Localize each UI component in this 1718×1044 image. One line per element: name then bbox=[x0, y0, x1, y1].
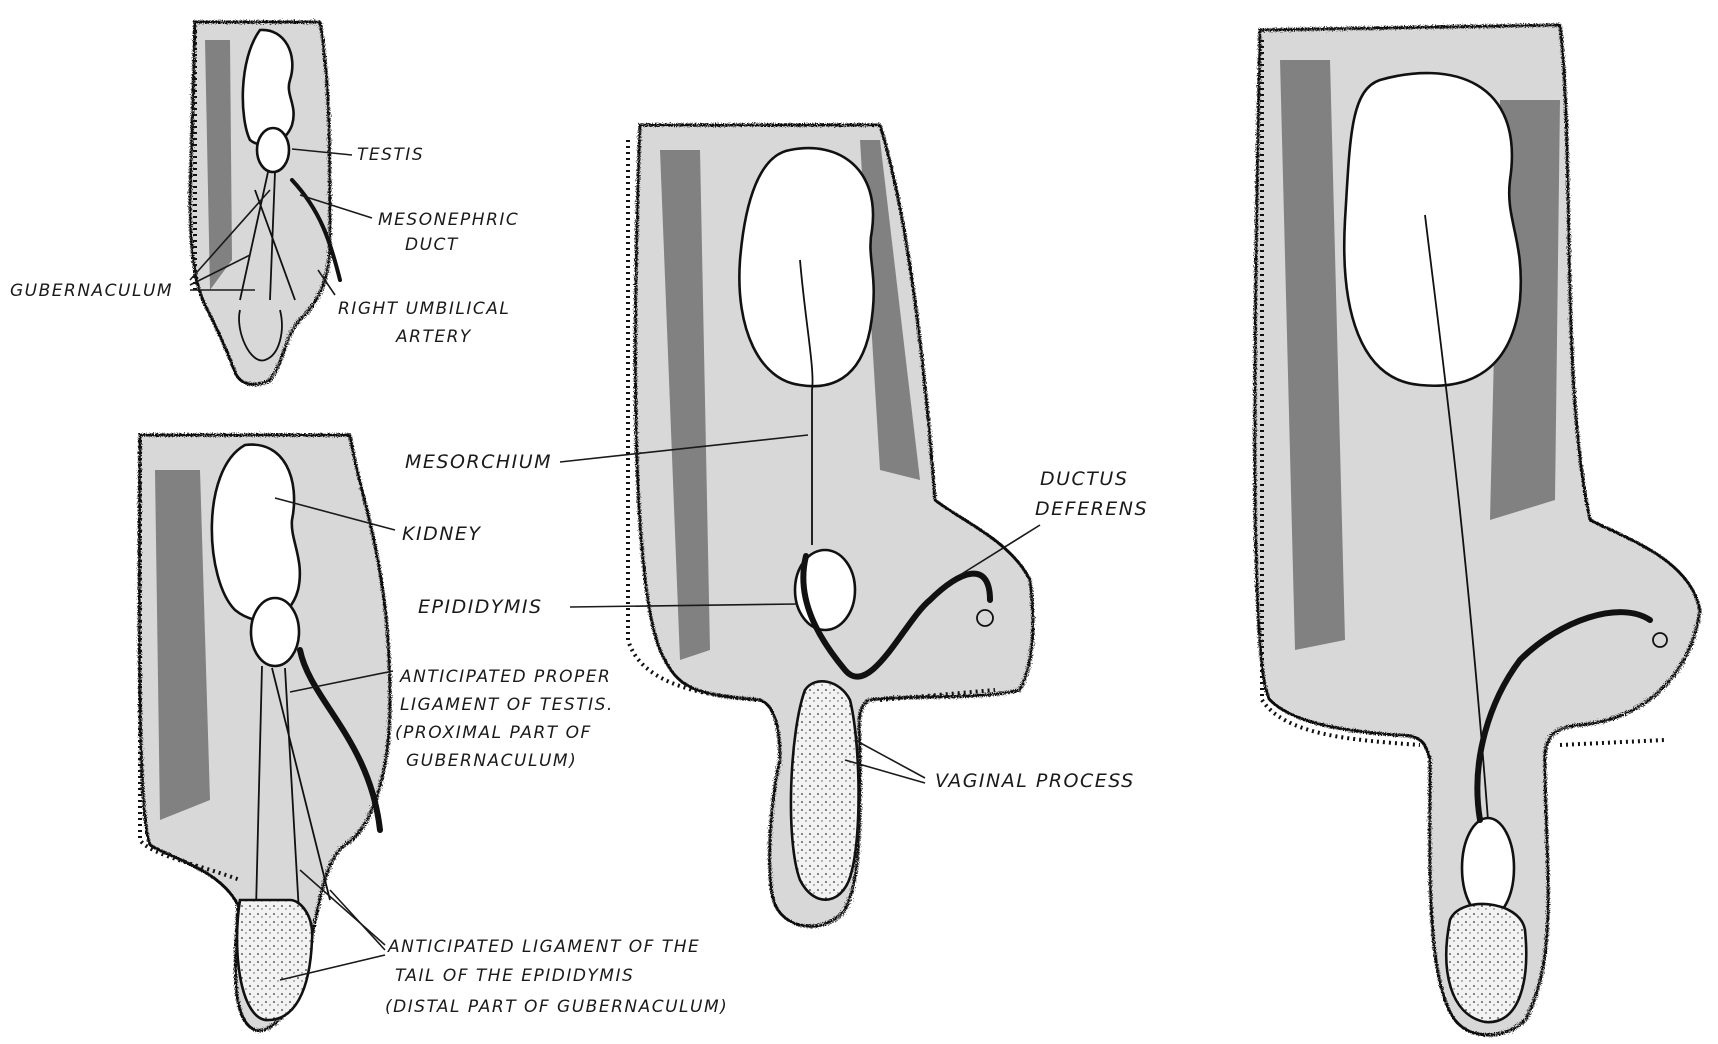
leader-tail-ligament-2 bbox=[330, 890, 385, 950]
label-tail-ligament-line-1: ANTICIPATED LIGAMENT OF THE bbox=[387, 937, 700, 957]
label-ductus-deferens-line-1: DUCTUS bbox=[1040, 468, 1128, 490]
stage-4-vaginal-process bbox=[1446, 904, 1526, 1022]
label-proper-ligament-line-2: LIGAMENT OF TESTIS. bbox=[400, 695, 614, 715]
label-epididymis: EPIDIDYMIS bbox=[418, 596, 543, 618]
stage-1-testis bbox=[257, 128, 289, 172]
label-tail-ligament-line-2: TAIL OF THE EPIDIDYMIS bbox=[395, 966, 634, 986]
label-proper-ligament-line-1: ANTICIPATED PROPER bbox=[399, 667, 611, 687]
stage-2-kidney bbox=[212, 445, 300, 621]
label-ductus-deferens-line-2: DEFERENS bbox=[1035, 498, 1148, 520]
label-mesonephric-duct-line-2: DUCT bbox=[405, 235, 459, 255]
stage-3-kidney bbox=[739, 148, 873, 386]
stage-2-testis bbox=[251, 598, 299, 666]
label-right-umbilical-artery-line-1: RIGHT UMBILICAL bbox=[338, 299, 510, 319]
stage-2-drawing bbox=[139, 435, 390, 1031]
stage-4-kidney bbox=[1344, 73, 1521, 386]
label-gubernaculum: GUBERNACULUM bbox=[10, 281, 173, 301]
label-right-umbilical-artery-line-2: ARTERY bbox=[395, 327, 472, 347]
stage-3-vaginal-process bbox=[791, 681, 859, 899]
stage-1-drawing bbox=[190, 22, 340, 384]
label-vaginal-process: VAGINAL PROCESS bbox=[935, 770, 1135, 792]
stage-3-drawing bbox=[628, 125, 1033, 926]
label-mesonephric-duct-line-1: MESONEPHRIC bbox=[378, 210, 519, 230]
label-proper-ligament-line-3: (PROXIMAL PART OF bbox=[395, 723, 592, 743]
label-mesorchium: MESORCHIUM bbox=[405, 451, 552, 473]
label-tail-ligament-line-3: (DISTAL PART OF GUBERNACULUM) bbox=[385, 997, 728, 1017]
label-proper-ligament-line-4: GUBERNACULUM) bbox=[406, 751, 577, 771]
label-kidney: KIDNEY bbox=[402, 523, 482, 545]
stage-4-drawing bbox=[1255, 25, 1700, 1035]
label-testis: TESTIS bbox=[357, 145, 424, 165]
